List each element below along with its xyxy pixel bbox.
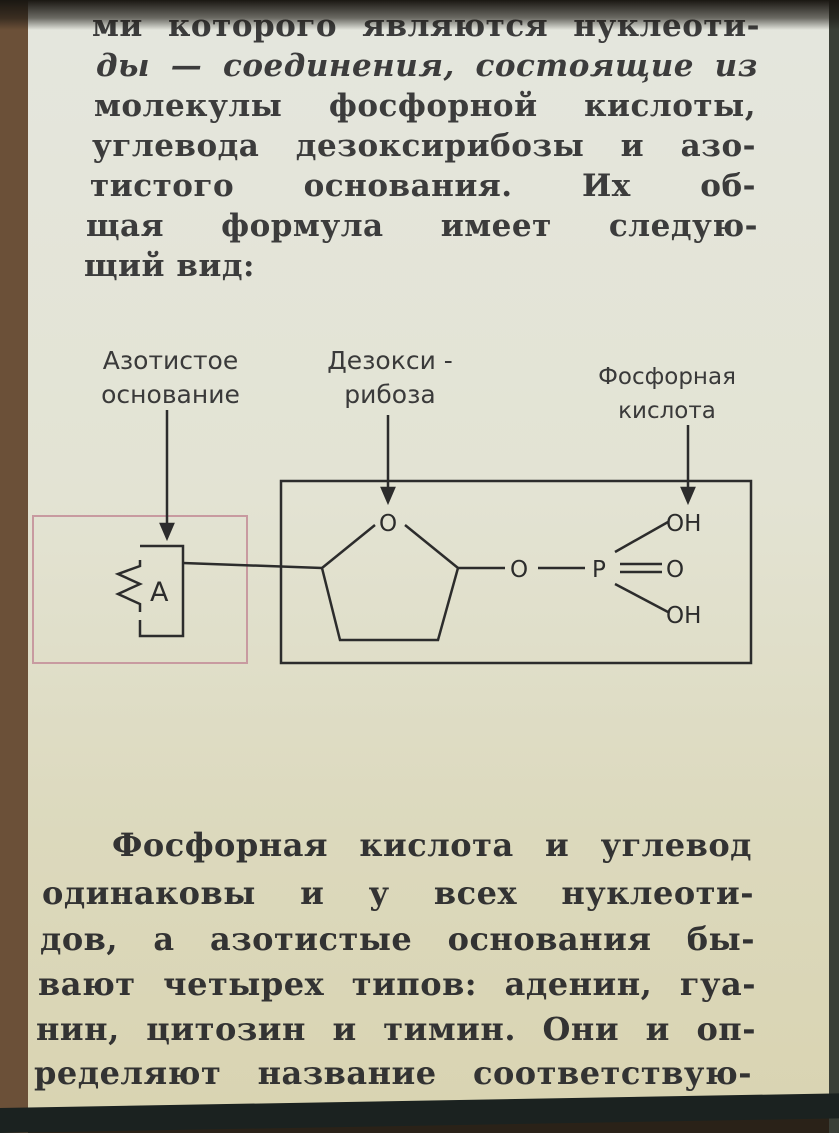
label-deoxyribose: Дезокси - рибоза — [305, 344, 475, 412]
text-line: щая формула имеет следую- — [86, 208, 758, 244]
bond-oh-bottom — [614, 582, 669, 614]
text-line: молекулы фосфорной кислоты, — [94, 88, 756, 124]
label-phosphoric-acid: Фосфорная кислота — [572, 360, 762, 428]
label-line: Фосфорная — [598, 364, 736, 390]
text-line: вают четырех типов: аденин, гуа- — [38, 965, 756, 1003]
arrowhead — [159, 522, 175, 542]
text-line: ды — соединения, состоящие из — [96, 48, 758, 84]
furanose-ring — [320, 524, 460, 642]
sugar-phosphate-box — [279, 479, 753, 665]
label-line: кислота — [618, 398, 716, 424]
textbook-page — [28, 0, 839, 1110]
base-zigzag — [114, 560, 144, 612]
right-edge — [829, 0, 839, 1133]
label-line: Дезокси - — [327, 346, 453, 375]
base-bracket — [138, 544, 185, 638]
hydroxyl-bottom: OH — [666, 603, 701, 629]
text-line: дов, а азотистые основания бы- — [40, 920, 755, 958]
arrowhead — [680, 486, 696, 506]
top-shadow — [0, 0, 839, 30]
text-line: углевода дезоксирибозы и азо- — [92, 128, 756, 164]
base-box — [32, 515, 248, 664]
book-spine-edge — [0, 0, 28, 1133]
bridge-oxygen: O — [510, 557, 528, 583]
label-line: Азотистое — [102, 346, 239, 375]
text-line: ределяют название соответствую- — [34, 1054, 752, 1092]
label-nitrogen-base: Азотистое основание — [78, 344, 263, 412]
label-line: основание — [101, 380, 240, 409]
label-line: рибоза — [344, 380, 436, 409]
hydroxyl-top: OH — [666, 511, 701, 537]
text-line: Фосфорная кислота и углевод — [112, 826, 752, 864]
arrowhead — [380, 486, 396, 506]
glycosidic-bond — [182, 561, 323, 570]
double-bonded-oxygen: O — [666, 557, 684, 583]
ring-oxygen: O — [379, 511, 397, 537]
bond-oh-top — [614, 520, 669, 554]
text-line: одинаковы и у всех нуклеоти- — [42, 874, 754, 912]
text-line: нин, цитозин и тимин. Они и оп- — [36, 1010, 756, 1048]
text-line: щий вид: — [84, 248, 255, 284]
text-line: тистого основания. Их об- — [90, 168, 756, 204]
phosphorus: P — [592, 557, 606, 583]
base-letter: A — [150, 577, 169, 608]
